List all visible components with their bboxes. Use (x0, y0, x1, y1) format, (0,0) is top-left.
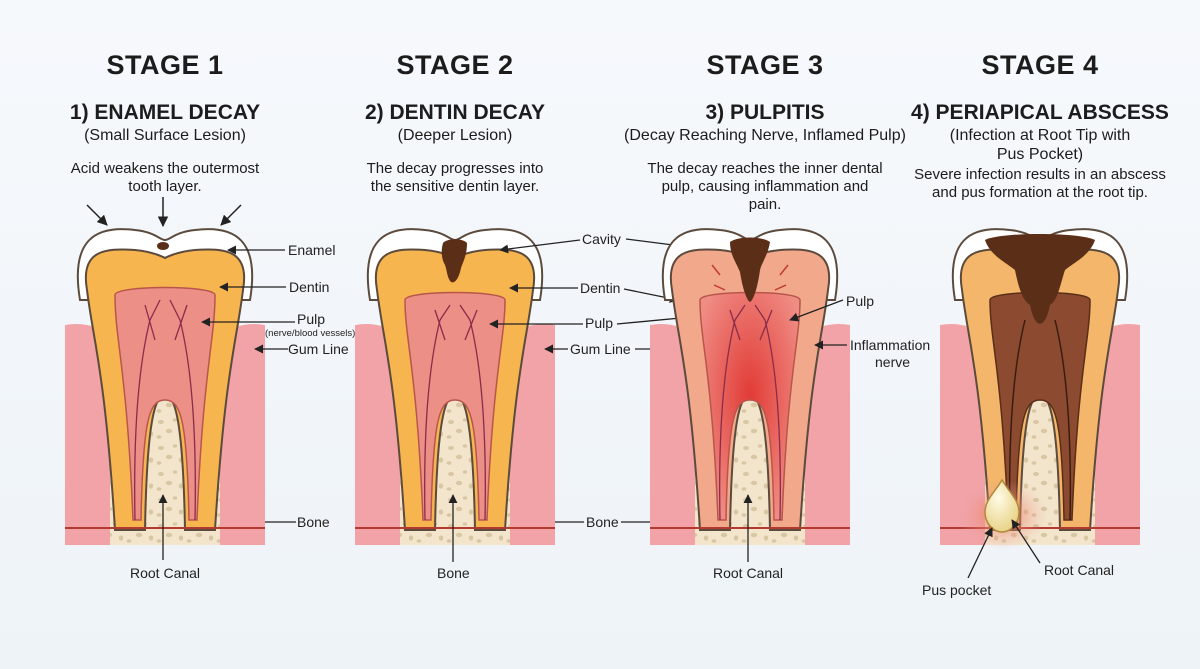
stage-3-header: STAGE 3 3) PULPITIS (Decay Reaching Nerv… (605, 50, 925, 214)
stage-3-tooth (650, 228, 850, 545)
stage-1-title: STAGE 1 (106, 50, 224, 80)
label-pus-pocket: Pus pocket (922, 582, 991, 598)
stage-1-name: 1) ENAMEL DECAY (69, 101, 261, 125)
stage-4-labels: Root Canal Pus pocket (922, 519, 1114, 598)
stage-1-labels: Enamel Dentin Pulp (nerve/blood vessels)… (130, 242, 355, 581)
label-root-canal-4: Root Canal (1044, 562, 1114, 578)
stage-4-title: STAGE 4 (981, 50, 1099, 80)
stage-4-name: 4) PERIAPICAL ABSCESS (911, 101, 1169, 125)
label-root-canal-3: Root Canal (713, 565, 783, 581)
stage-4-tooth (940, 228, 1140, 550)
label-bone-2: Bone (437, 565, 470, 581)
label-pulp-3: Pulp (585, 315, 613, 331)
gum (65, 324, 110, 545)
stage-2-name: 2) DENTIN DECAY (364, 101, 546, 125)
label-pulp-right: Pulp (846, 293, 874, 309)
stage-2-header: STAGE 2 2) DENTIN DECAY (Deeper Lesion) … (330, 50, 580, 196)
stage-3-right-labels: Pulp Inflammation nerve Root Canal (713, 293, 930, 581)
small-lesion (157, 242, 169, 250)
abscess-decay (985, 234, 1095, 324)
stage-3-subtitle: (Decay Reaching Nerve, Inflamed Pulp) (624, 127, 906, 145)
label-pulp: Pulp (297, 311, 325, 327)
stage-1-description: Acid weakens the outermost tooth layer. (70, 159, 260, 195)
label-gum-line-3: Gum Line (570, 341, 631, 357)
inflamed-pulp (699, 291, 801, 521)
stage-2-title: STAGE 2 (396, 50, 514, 80)
label-dentin: Dentin (289, 279, 329, 295)
label-gum-line: Gum Line (288, 341, 349, 357)
stage-4-subtitle: (Infection at Root Tip with Pus Pocket) (949, 127, 1131, 163)
stage-4-header: STAGE 4 4) PERIAPICAL ABSCESS (Infection… (905, 50, 1175, 202)
stage-1-subtitle: (Small Surface Lesion) (84, 127, 246, 145)
stage-2-labels: Bone (437, 494, 470, 581)
label-inflammation: Inflammation (850, 337, 930, 353)
label-enamel: Enamel (288, 242, 335, 258)
stage-2-subtitle: (Deeper Lesion) (397, 127, 513, 145)
pulpitis-cavity (730, 237, 770, 302)
stage-4-description: Severe infection results in an abscess a… (914, 165, 1166, 201)
stage-3-name: 3) PULPITIS (705, 101, 825, 125)
label-bone: Bone (297, 514, 330, 530)
stage-2-description: The decay progresses into the sensitive … (366, 159, 544, 195)
stage-2-tooth (355, 228, 555, 545)
label-dentin-3: Dentin (580, 280, 620, 296)
label-root-canal: Root Canal (130, 565, 200, 581)
dentin-lesion (441, 239, 467, 283)
label-nerve: nerve (875, 354, 910, 370)
label-pulp-note: (nerve/blood vessels) (265, 328, 355, 339)
stage-1-header: STAGE 1 1) ENAMEL DECAY (Small Surface L… (40, 50, 290, 196)
pulp (114, 286, 216, 521)
label-cavity: Cavity (582, 231, 621, 247)
stage-3-title: STAGE 3 (706, 50, 824, 80)
stage-1-tooth (65, 197, 265, 545)
pus-pocket (984, 478, 1020, 533)
stage-3-description: The decay reaches the inner dental pulp,… (647, 159, 883, 213)
label-bone-3: Bone (586, 514, 619, 530)
